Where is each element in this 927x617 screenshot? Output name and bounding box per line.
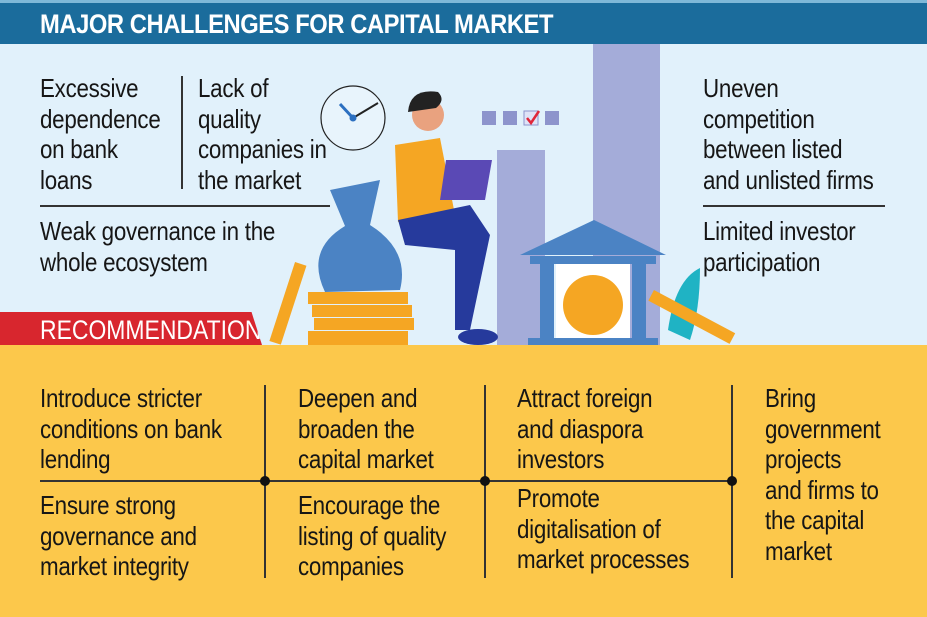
challenge-item: Uneven competition between listed and un… (703, 73, 874, 195)
challenge-item: Excessive dependence on bank loans (40, 73, 161, 195)
divider (40, 480, 732, 482)
clock-icon (320, 85, 386, 151)
ruler-icon (648, 290, 736, 344)
divider (181, 76, 183, 189)
header-bar: MAJOR CHALLENGES FOR CAPITAL MARKET (0, 0, 927, 44)
challenge-item: Limited investor participation (703, 216, 856, 277)
checkbox-icons (482, 110, 559, 126)
challenge-item: Weak governance in the whole ecosystem (40, 216, 276, 277)
junction-dot (260, 476, 270, 486)
divider (40, 205, 330, 207)
junction-dot (480, 476, 490, 486)
recommendation-item: Attract foreign and diaspora investors (517, 383, 653, 474)
recommendation-item: Bring government projects and firms to t… (765, 383, 881, 566)
bank-building-icon (520, 220, 666, 345)
recommendations-banner: RECOMMENDATIONS (0, 312, 262, 345)
recommendation-item: Deepen and broaden the capital market (298, 383, 434, 474)
junction-dot (727, 476, 737, 486)
page-title: MAJOR CHALLENGES FOR CAPITAL MARKET (40, 9, 554, 39)
recommendation-item: Encourage the listing of quality compani… (298, 490, 447, 581)
money-bag-icon (269, 180, 414, 345)
recommendations-title: RECOMMENDATIONS (40, 315, 277, 345)
person-with-laptop (395, 91, 498, 345)
recommendation-item: Introduce stricter conditions on bank le… (40, 383, 222, 474)
divider (703, 205, 885, 207)
recommendation-item: Promote digitalisation of market process… (517, 483, 690, 574)
challenge-item: Lack of quality companies in the market (198, 73, 327, 195)
recommendation-item: Ensure strong governance and market inte… (40, 490, 197, 581)
